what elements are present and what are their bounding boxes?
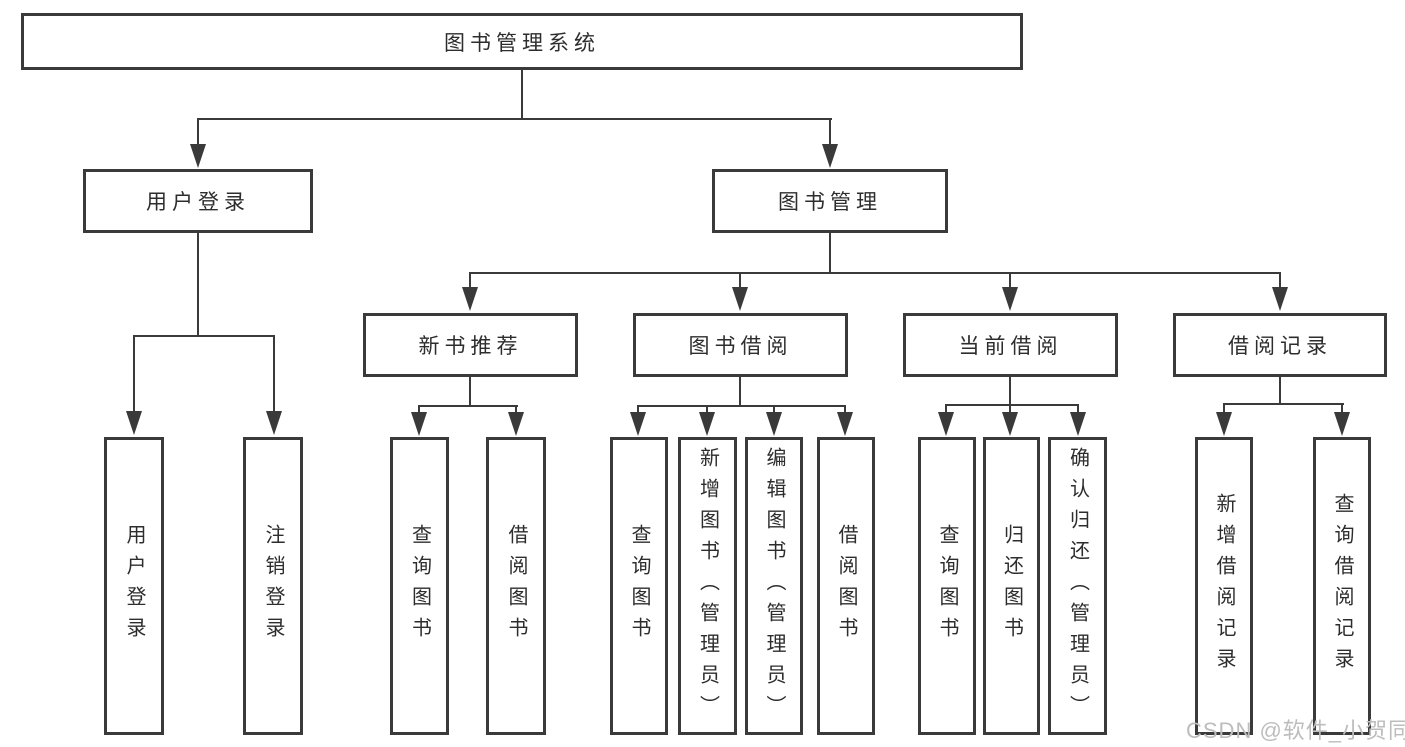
arrow-down-icon bbox=[1272, 287, 1288, 311]
leaf-logout: 注销登录 bbox=[243, 437, 303, 735]
leaf-query-borrow-record: 查询借阅记录 bbox=[1313, 437, 1371, 735]
leaf-return-book-label: 归还图书 bbox=[1000, 524, 1023, 648]
leaf-query-books-current-label: 查询图书 bbox=[936, 524, 958, 648]
connector-line bbox=[844, 405, 846, 415]
connector-line bbox=[273, 335, 275, 414]
leaf-query-books-borrow-label: 查询图书 bbox=[628, 524, 650, 648]
watermark: CSDN @软件_小贺同学 bbox=[1186, 718, 1405, 743]
arrow-down-icon bbox=[822, 144, 838, 168]
arrow-down-icon bbox=[766, 412, 782, 436]
arrow-down-icon bbox=[837, 412, 853, 436]
arrow-down-icon bbox=[508, 412, 524, 436]
connector-line bbox=[1009, 404, 1011, 415]
connector-line bbox=[1279, 376, 1281, 405]
leaf-user-login-label: 用户登录 bbox=[123, 524, 145, 648]
arrow-down-icon bbox=[1334, 412, 1350, 436]
leaf-edit-book-admin: 编辑图书（管理员） bbox=[745, 437, 803, 735]
leaf-query-books-recommend: 查询图书 bbox=[390, 437, 449, 735]
node-borrowing-records: 借阅记录 bbox=[1173, 313, 1387, 377]
connector-line bbox=[469, 272, 471, 291]
node-book-borrowing: 图书借阅 bbox=[633, 313, 848, 377]
connector-line bbox=[1009, 272, 1011, 291]
node-current-borrowing: 当前借阅 bbox=[903, 313, 1118, 377]
connector-line bbox=[1341, 403, 1343, 415]
leaf-query-borrow-record-label: 查询借阅记录 bbox=[1331, 493, 1353, 679]
leaf-add-book-admin-label: 新增图书（管理员） bbox=[696, 446, 719, 726]
leaf-add-borrow-record-label: 新增借阅记录 bbox=[1213, 493, 1235, 679]
leaf-borrow-books-recommend-label: 借阅图书 bbox=[505, 524, 527, 648]
connector-line bbox=[829, 118, 831, 148]
connector-line bbox=[133, 335, 135, 414]
leaf-borrow-books: 借阅图书 bbox=[817, 437, 875, 735]
node-book-management: 图书管理 bbox=[712, 169, 948, 233]
leaf-add-book-admin: 新增图书（管理员） bbox=[678, 437, 737, 735]
connector-line bbox=[521, 70, 523, 120]
node-book-borrowing-label: 图书借阅 bbox=[688, 335, 793, 358]
connector-line bbox=[637, 405, 639, 415]
connector-line bbox=[945, 404, 947, 415]
leaf-add-borrow-record: 新增借阅记录 bbox=[1195, 437, 1253, 735]
arrow-down-icon bbox=[462, 287, 478, 311]
connector-line bbox=[197, 232, 199, 337]
node-new-book-recommend: 新书推荐 bbox=[363, 313, 578, 377]
arrow-down-icon bbox=[190, 144, 206, 168]
leaf-borrow-books-recommend: 借阅图书 bbox=[486, 437, 546, 735]
node-user-login: 用户登录 bbox=[83, 169, 313, 233]
connector-line bbox=[469, 376, 471, 407]
arrow-down-icon bbox=[1216, 412, 1232, 436]
node-new-book-recommend-label: 新书推荐 bbox=[418, 335, 523, 358]
node-library-system-label: 图书管理系统 bbox=[444, 31, 600, 55]
leaf-confirm-return-admin: 确认归还（管理员） bbox=[1048, 437, 1107, 735]
leaf-query-books-borrow: 查询图书 bbox=[610, 437, 668, 735]
connector-line bbox=[739, 376, 741, 407]
connector-line bbox=[945, 404, 1079, 406]
connector-line bbox=[133, 335, 275, 337]
leaf-edit-book-admin-label: 编辑图书（管理员） bbox=[763, 446, 785, 726]
connector-line bbox=[1223, 403, 1344, 405]
node-user-login-label: 用户登录 bbox=[146, 191, 250, 214]
arrow-down-icon bbox=[732, 287, 748, 311]
node-book-management-label: 图书管理 bbox=[778, 191, 882, 214]
arrow-down-icon bbox=[1070, 412, 1086, 436]
connector-line bbox=[418, 405, 518, 407]
connector-line bbox=[1279, 272, 1281, 291]
connector-line bbox=[739, 272, 741, 291]
connector-line bbox=[197, 118, 832, 120]
arrow-down-icon bbox=[1002, 412, 1018, 436]
leaf-confirm-return-admin-label: 确认归还（管理员） bbox=[1066, 446, 1089, 726]
connector-line bbox=[773, 405, 775, 415]
node-current-borrowing-label: 当前借阅 bbox=[958, 335, 1063, 358]
connector-line bbox=[829, 232, 831, 274]
arrow-down-icon bbox=[1002, 287, 1018, 311]
connector-line bbox=[469, 272, 1281, 274]
connector-line bbox=[1009, 376, 1011, 406]
arrow-down-icon bbox=[126, 411, 142, 435]
connector-line bbox=[637, 405, 846, 407]
arrow-down-icon bbox=[411, 412, 427, 436]
connector-line bbox=[418, 405, 420, 415]
connector-line bbox=[706, 405, 708, 415]
connector-line bbox=[515, 405, 517, 415]
arrow-down-icon bbox=[630, 412, 646, 436]
leaf-query-books-current: 查询图书 bbox=[918, 437, 976, 735]
leaf-query-books-recommend-label: 查询图书 bbox=[408, 524, 431, 648]
node-library-system: 图书管理系统 bbox=[21, 13, 1023, 70]
arrow-down-icon bbox=[699, 412, 715, 436]
leaf-user-login: 用户登录 bbox=[104, 437, 164, 735]
connector-line bbox=[1223, 403, 1225, 415]
arrow-down-icon bbox=[266, 411, 282, 435]
connector-line bbox=[197, 118, 199, 148]
connector-line bbox=[1077, 404, 1079, 415]
leaf-borrow-books-label: 借阅图书 bbox=[835, 524, 857, 648]
node-borrowing-records-label: 借阅记录 bbox=[1228, 335, 1332, 358]
leaf-return-book: 归还图书 bbox=[983, 437, 1040, 735]
leaf-logout-label: 注销登录 bbox=[262, 524, 284, 648]
arrow-down-icon bbox=[938, 412, 954, 436]
